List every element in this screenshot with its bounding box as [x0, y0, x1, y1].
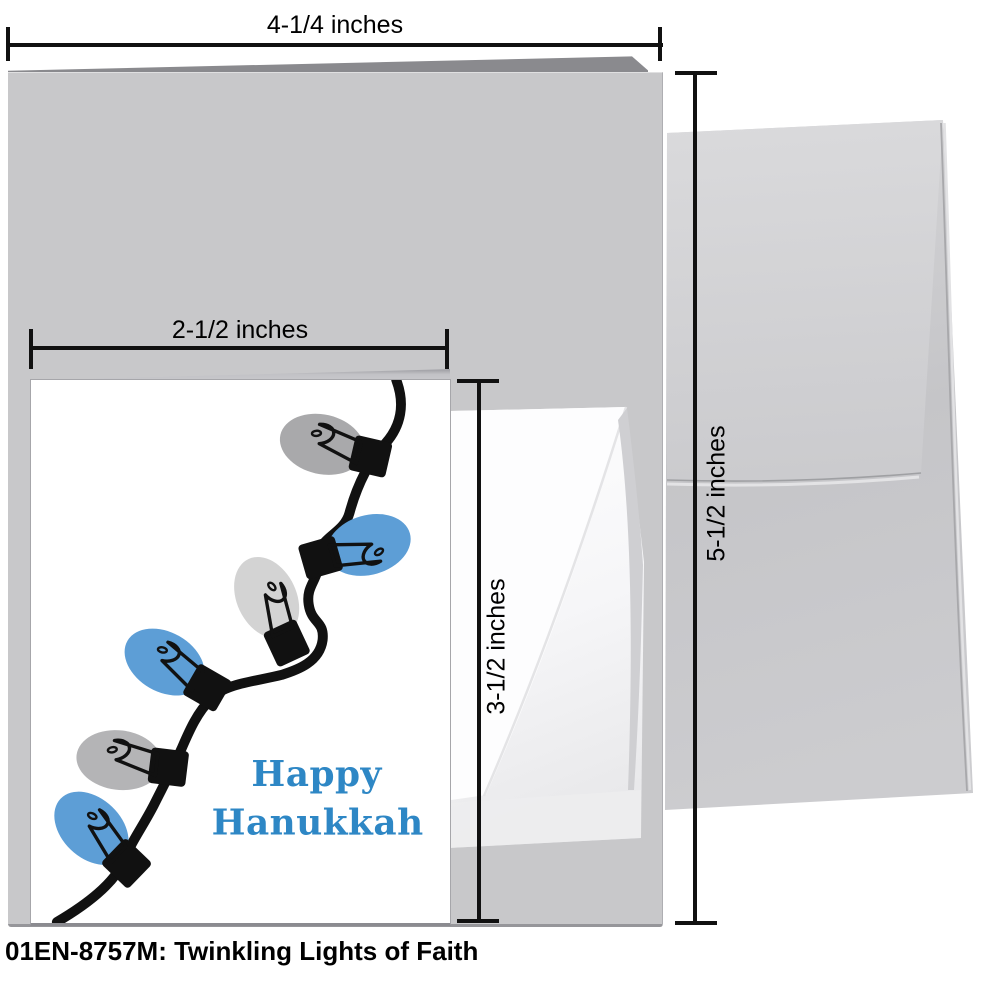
large-envelope-flap	[667, 120, 943, 481]
large-envelope-flap-crease	[666, 475, 920, 487]
light-bulb-6	[38, 775, 164, 899]
dimension-tick-small-width-right	[445, 329, 449, 369]
small-envelope-bottom-shade	[448, 790, 641, 848]
dimension-tick-large-height-bottom	[675, 921, 717, 925]
dimension-label-large-width: 4-1/4 inches	[266, 11, 404, 39]
dimension-tick-small-height-bottom	[457, 919, 499, 923]
product-caption: 01EN-8757M: Twinkling Lights of Faith	[5, 936, 479, 966]
greeting-line-1: Happy	[251, 753, 382, 795]
dimension-line-small-width	[31, 346, 449, 350]
dimension-tick-large-width-right	[658, 27, 662, 61]
small-envelope-side-fold	[618, 408, 643, 790]
dimension-tick-small-height-top	[457, 379, 499, 383]
light-string	[51, 380, 406, 923]
large-envelope-side-fold	[940, 122, 968, 792]
light-bulb-1	[272, 403, 398, 491]
small-envelope-flap	[451, 407, 626, 800]
small-envelope-flap-crease	[482, 406, 628, 797]
small-card: Happy Hanukkah	[30, 379, 451, 926]
dimension-line-small-height	[477, 379, 481, 923]
greeting-line-2: Hanukkah	[212, 802, 424, 844]
dimension-label-large-height: 5-1/2 inches	[702, 425, 731, 562]
string-lights-artwork: Happy Hanukkah	[38, 380, 424, 923]
dimension-line-large-width	[8, 43, 663, 47]
light-bulb-5	[71, 723, 193, 800]
dimension-label-small-height: 3-1/2 inches	[482, 578, 511, 715]
light-bulb-4	[110, 613, 241, 724]
dimension-tick-large-width-left	[6, 27, 10, 61]
dimension-label-small-width: 2-1/2 inches	[171, 316, 309, 344]
large-envelope-side-fold-light	[943, 122, 972, 791]
dimension-tick-large-height-top	[675, 71, 717, 75]
dimension-tick-small-width-left	[29, 329, 33, 369]
large-envelope-flap-edge	[666, 472, 922, 482]
dimension-line-large-height	[693, 71, 697, 925]
